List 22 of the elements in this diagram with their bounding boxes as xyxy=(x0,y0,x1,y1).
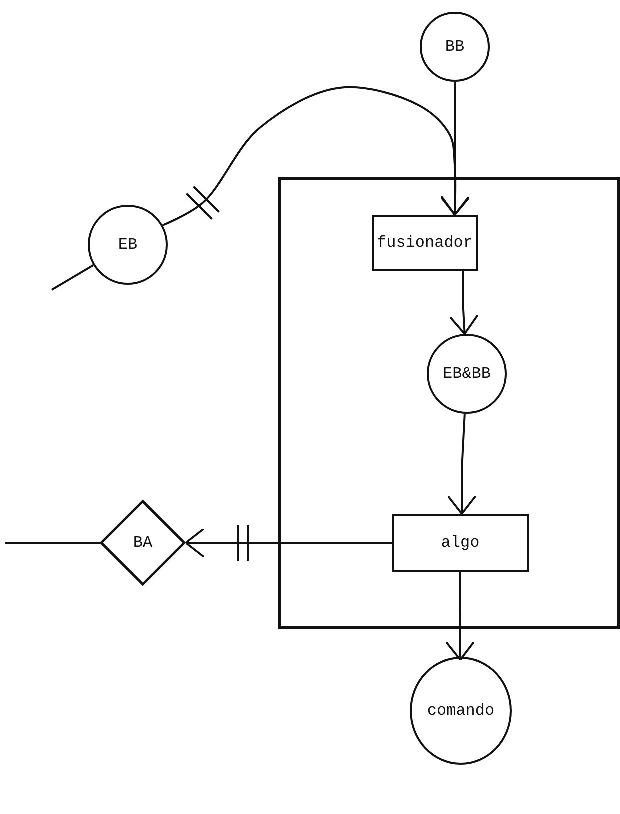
connector-line xyxy=(52,264,94,291)
connector-line xyxy=(5,542,100,544)
node-label: comando xyxy=(427,702,495,720)
circle-node xyxy=(88,205,168,285)
arrow xyxy=(185,528,392,558)
arrow xyxy=(162,86,471,226)
node-label: algo xyxy=(441,534,480,552)
arrow xyxy=(448,271,479,336)
system-boundary-box xyxy=(278,177,620,629)
node-label: BB xyxy=(445,38,465,56)
node-label: EB xyxy=(118,236,138,254)
circle-node xyxy=(410,657,512,765)
node-label: EB&BB xyxy=(442,365,491,383)
circle-node xyxy=(420,12,490,82)
process-box xyxy=(372,215,478,271)
arrow xyxy=(447,414,477,515)
node-label: fusionador xyxy=(376,234,473,252)
diamond-node xyxy=(100,500,186,586)
node-label: BA xyxy=(133,534,153,552)
process-box xyxy=(392,514,529,572)
arrow xyxy=(445,572,476,661)
circle-node xyxy=(427,334,507,414)
